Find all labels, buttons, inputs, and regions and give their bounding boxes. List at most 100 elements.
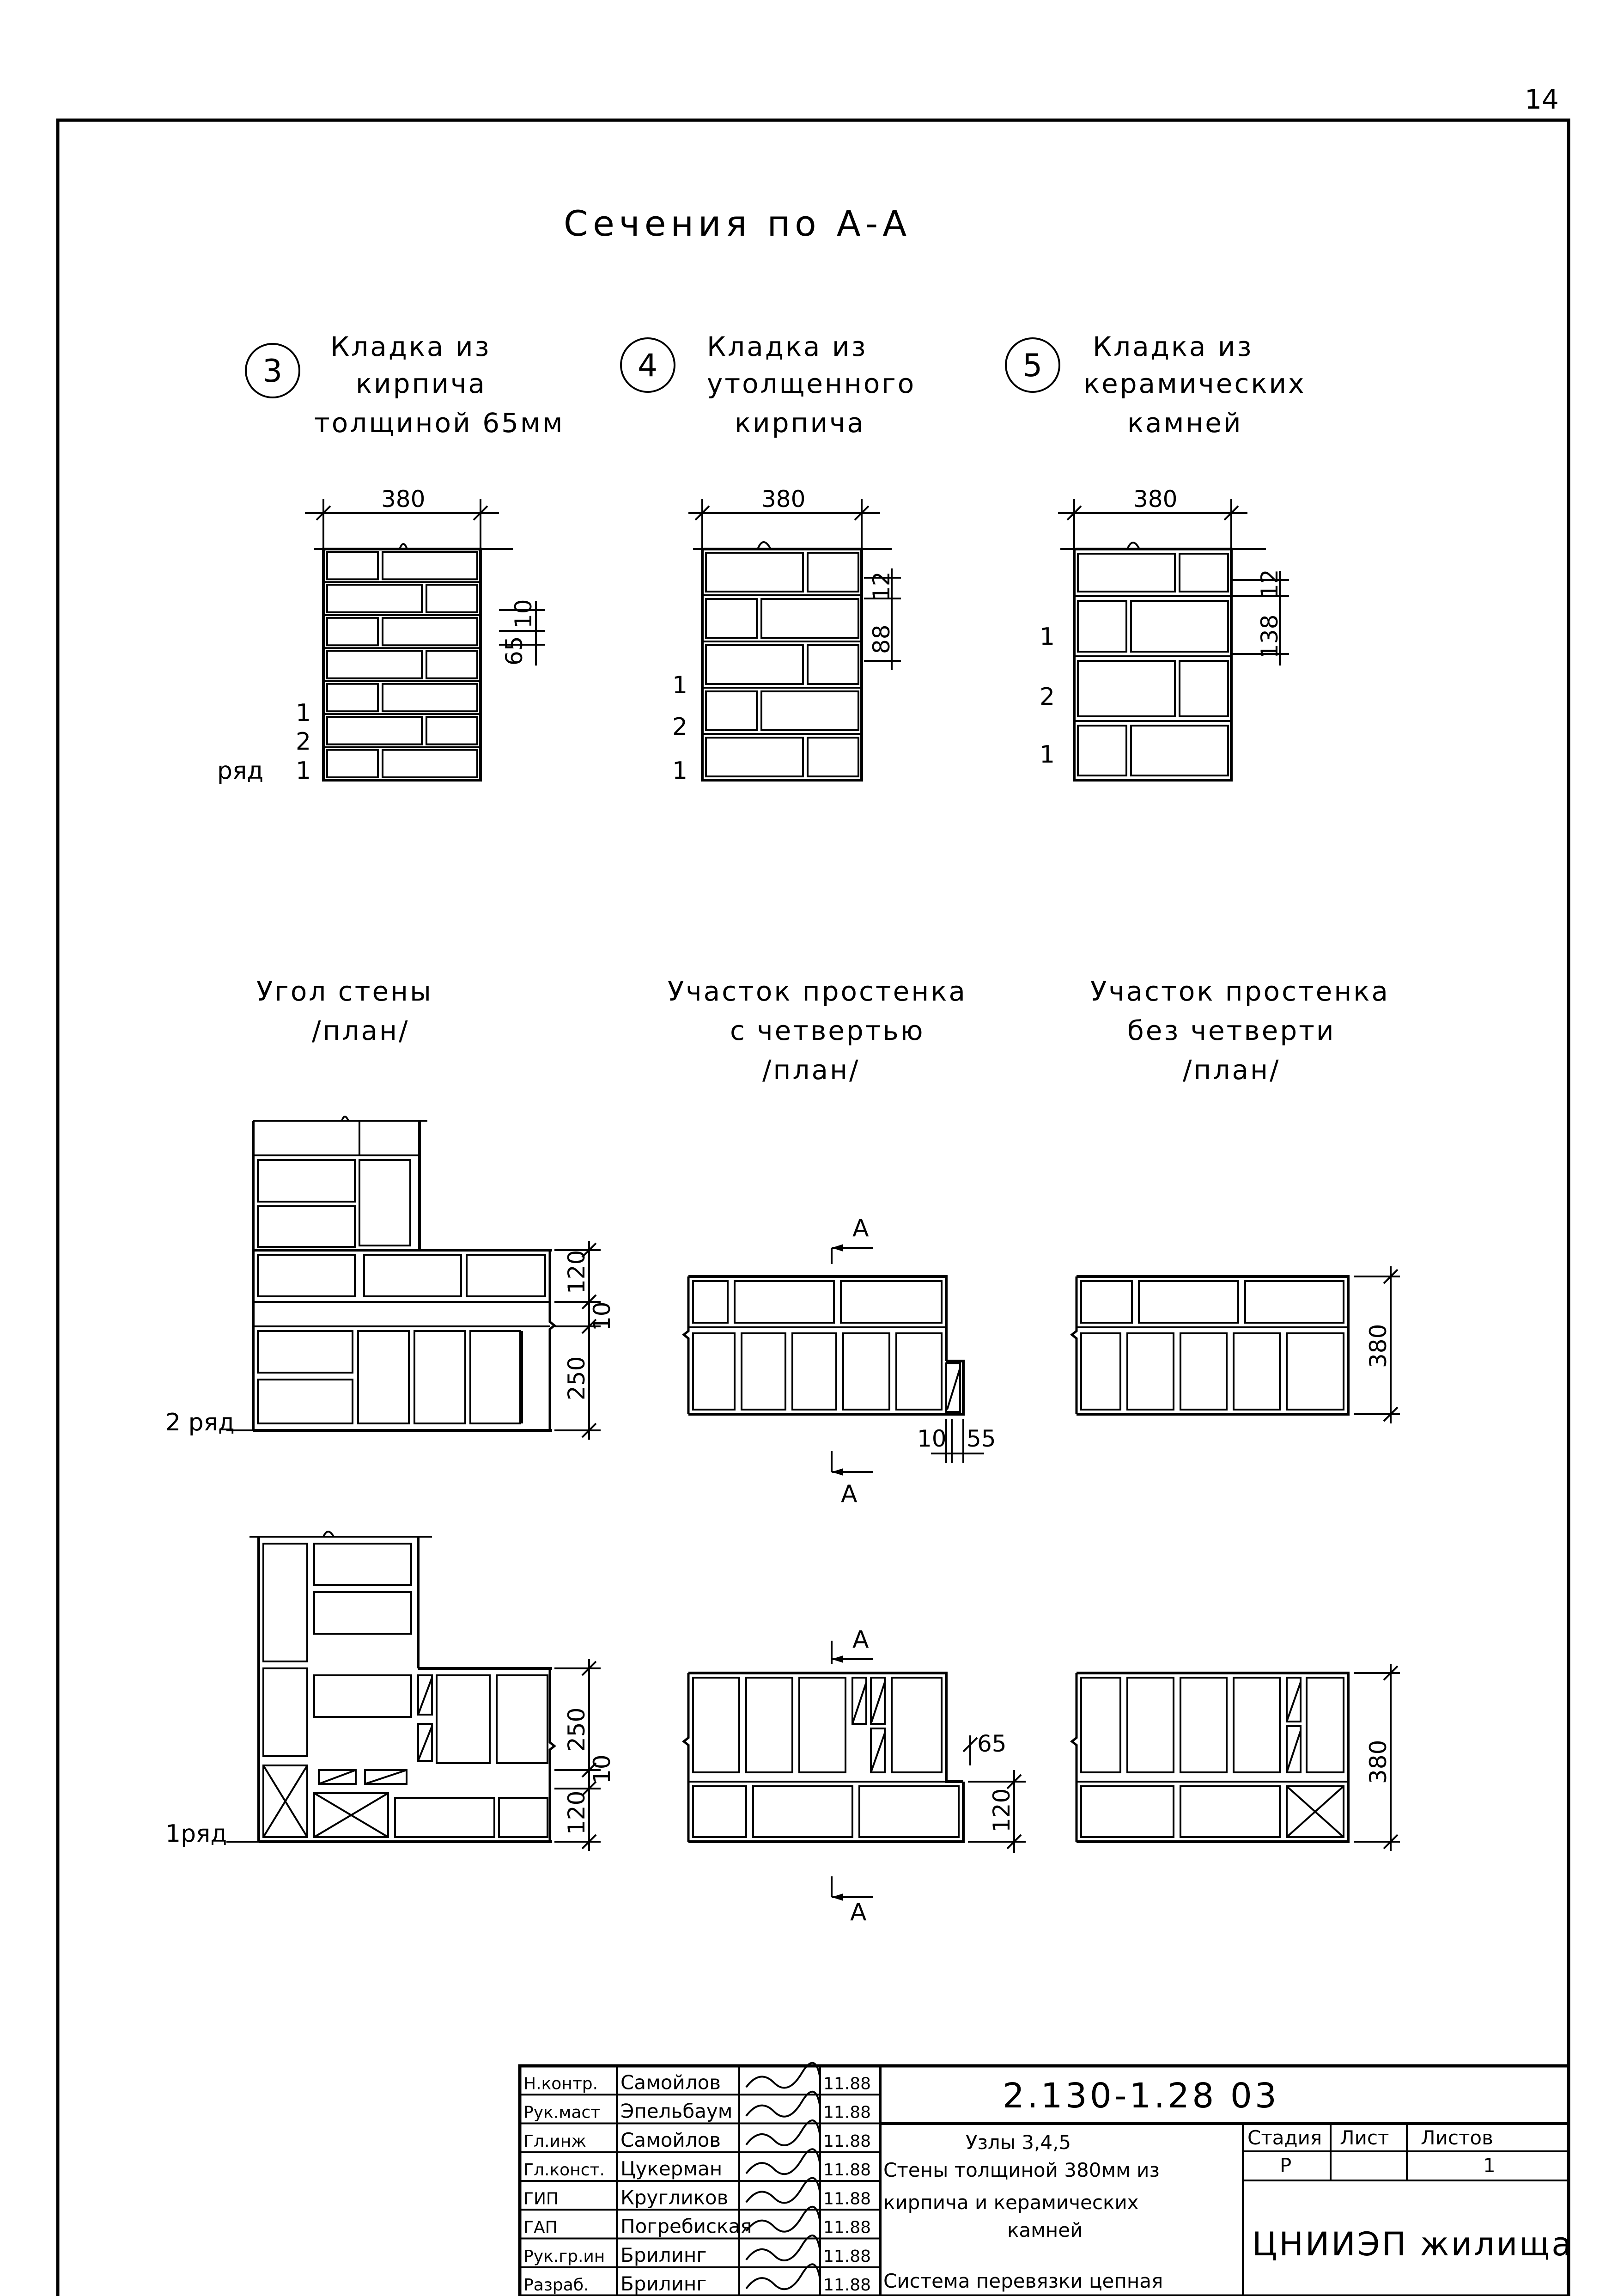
pier-quarter-row-1: А А 65 120 xyxy=(681,1626,1026,1926)
section-5-line-2: керамических xyxy=(1083,368,1306,399)
section-4-line-3: кирпича xyxy=(735,407,865,439)
section-3-line-3: толщиной 65мм xyxy=(314,407,565,439)
dim-120: 120 xyxy=(563,1791,590,1835)
drawing-code: 2.130-1.28 03 xyxy=(1003,2076,1279,2116)
row-number: 2 xyxy=(672,713,687,741)
plan-pier-n-line-1: Участок простенка xyxy=(1090,976,1390,1007)
dim-250: 250 xyxy=(563,1356,590,1400)
description-line-2: Стены толщиной 380мм из xyxy=(883,2159,1160,2181)
corner-plan-row-1: 250 10 120 1ряд xyxy=(165,1531,615,1851)
pier-no-quarter-row-1: 380 xyxy=(1070,1664,1400,1851)
stage-value: Р xyxy=(1280,2154,1291,2177)
brick xyxy=(426,650,478,679)
dim-course-65: 65 xyxy=(501,636,528,666)
plan-pier-n-line-2: без четверти xyxy=(1127,1015,1336,1046)
plan-corner-line-1: Угол стены xyxy=(256,976,433,1007)
brick xyxy=(326,551,379,580)
tb-date: 11.88 xyxy=(823,2103,871,2122)
brick xyxy=(705,552,804,592)
stone xyxy=(1077,725,1127,776)
plan-pier-n-line-3: /план/ xyxy=(1183,1054,1281,1086)
sheet-label: Лист xyxy=(1340,2126,1389,2149)
tb-date: 11.88 xyxy=(823,2161,871,2180)
sheets-label: Листов xyxy=(1421,2126,1493,2149)
brick xyxy=(326,683,379,713)
dim-10: 10 xyxy=(589,1301,615,1331)
dim-width-380: 380 xyxy=(761,486,805,513)
brick xyxy=(705,690,758,731)
brick xyxy=(326,716,423,745)
signature xyxy=(745,2062,821,2089)
dim-joint-10: 10 xyxy=(510,599,537,629)
brick xyxy=(760,690,859,731)
brick xyxy=(426,716,478,745)
brick xyxy=(705,598,758,639)
plan-heading-pier-no-quarter: Участок простенка без четверти /план/ xyxy=(1090,976,1390,1086)
description-line-1: Узлы 3,4,5 xyxy=(966,2131,1071,2154)
brick xyxy=(760,598,859,639)
stone xyxy=(1179,660,1229,717)
stone xyxy=(1179,553,1229,592)
section-3-drawing: 380 10 65 1 2 1 ряд xyxy=(217,486,545,785)
tb-name: Цукерман xyxy=(620,2157,722,2180)
description-line-3: кирпича и керамических xyxy=(883,2191,1138,2214)
brick xyxy=(382,749,478,778)
tb-date: 11.88 xyxy=(823,2132,871,2151)
section-marker-4: 4 xyxy=(638,348,657,384)
section-title: Сечения по А-А xyxy=(564,203,911,244)
section-marker-circle xyxy=(1005,337,1060,393)
signature xyxy=(745,2206,821,2233)
row-number: 1 xyxy=(296,757,311,785)
section-5-outline xyxy=(1073,548,1233,782)
pier-no-quarter-row-2: 380 xyxy=(1070,1266,1400,1423)
cut-mark-a: А xyxy=(852,1626,869,1654)
brick xyxy=(705,644,804,685)
section-5-drawing: 380 12 138 1 2 1 xyxy=(1040,486,1289,782)
brick xyxy=(326,584,423,613)
brick xyxy=(807,552,859,592)
row-number: 1 xyxy=(1040,741,1055,769)
stone xyxy=(1077,553,1176,592)
brick xyxy=(807,644,859,685)
plan-pier-q-line-1: Участок простенка xyxy=(668,976,967,1007)
brick xyxy=(382,617,478,647)
dim-380: 380 xyxy=(1365,1324,1392,1368)
tb-role: Рук.маст xyxy=(523,2103,600,2122)
brick xyxy=(326,650,423,679)
signature xyxy=(745,2148,821,2175)
row-number: 2 xyxy=(1040,683,1055,711)
section-3-line-1: Кладка из xyxy=(330,331,491,362)
section-5-line-3: камней xyxy=(1127,407,1243,439)
plan-row-label-2: 2 ряд xyxy=(165,1409,235,1436)
dim-120: 120 xyxy=(563,1250,590,1294)
plan-pier-q-line-2: с четвертью xyxy=(730,1015,925,1046)
cut-mark-a: А xyxy=(841,1480,858,1508)
pier-quarter-row-2: А А 10 55 xyxy=(681,1215,996,1508)
page-number: 14 xyxy=(1525,84,1559,115)
signature xyxy=(745,2091,821,2118)
brick xyxy=(426,584,478,613)
description-line-4: камней xyxy=(1007,2219,1083,2241)
dim-380: 380 xyxy=(1365,1740,1392,1784)
dim-10: 10 xyxy=(589,1754,615,1784)
row-number: 1 xyxy=(672,757,687,785)
signature xyxy=(745,2119,821,2146)
signature xyxy=(745,2235,821,2261)
corner-plan-row-2: 120 10 250 2 ряд xyxy=(165,1116,615,1440)
dim-joint-12: 12 xyxy=(868,571,895,601)
tb-date: 11.88 xyxy=(823,2276,871,2295)
sheet-frame xyxy=(56,118,1570,2296)
section-heading-4: 4 Кладка из утолщенного кирпича xyxy=(620,331,914,439)
tb-role: Гл.инж xyxy=(523,2132,586,2151)
section-3-outline xyxy=(322,548,482,782)
stone xyxy=(1077,660,1176,717)
tb-date: 11.88 xyxy=(823,2218,871,2237)
dim-10: 10 xyxy=(917,1425,947,1452)
tb-name: Брилинг xyxy=(620,2272,706,2295)
plan-row-label-1: 1ряд xyxy=(165,1820,227,1848)
stage-label: Стадия xyxy=(1247,2126,1322,2149)
row-number: 1 xyxy=(1040,623,1055,651)
section-heading-3: 3 Кладка из кирпича толщиной 65мм xyxy=(245,331,565,439)
dim-course-138: 138 xyxy=(1256,615,1283,659)
tb-name: Брилинг xyxy=(620,2244,706,2266)
